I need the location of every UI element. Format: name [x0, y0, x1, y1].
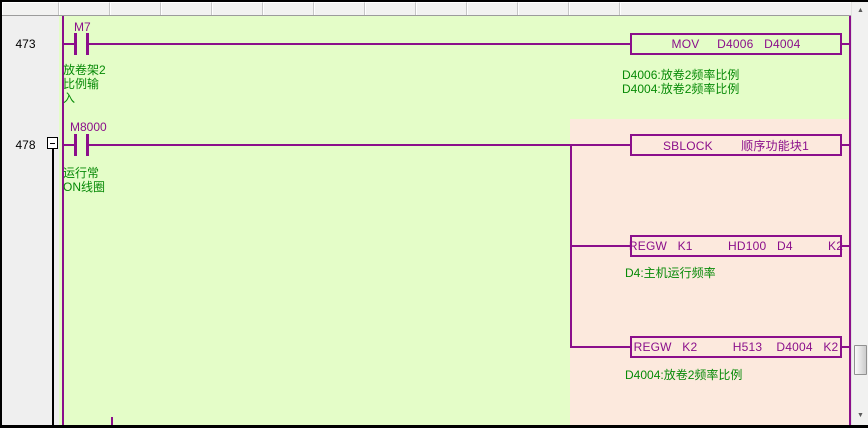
instruction-text: SBLOCK 顺序功能块1 [662, 138, 810, 153]
partial-next-wire [111, 417, 113, 425]
down-arrow-icon: ▼ [857, 412, 864, 419]
rung-wire [89, 144, 632, 146]
rung-wire [840, 245, 849, 247]
instruction-box-sblock[interactable]: SBLOCK 顺序功能块1 [630, 134, 842, 156]
header-cell [467, 2, 518, 15]
device-comment: 运行常 ON线圈 [63, 166, 106, 194]
rung-wire [840, 43, 849, 45]
grid-header [2, 2, 851, 16]
instruction-text: REGW K1 HD100 D4 K2 [628, 239, 844, 253]
device-comment: 放卷架2 比例输 入 [63, 63, 106, 105]
contact-label: M8000 [70, 120, 107, 134]
header-cell [212, 2, 263, 15]
contact-bar[interactable] [74, 134, 77, 156]
up-arrow-icon: ▲ [857, 7, 864, 14]
instruction-box-regw2[interactable]: REGW K2 H513 D4004 K2 [630, 336, 842, 358]
header-cell [2, 2, 59, 15]
header-cell [59, 2, 110, 15]
rung-wire [64, 43, 74, 45]
instruction-text: MOV D4006 D4004 [671, 37, 801, 51]
scroll-up-button[interactable]: ▲ [852, 2, 868, 19]
instruction-box-regw1[interactable]: REGW K1 HD100 D4 K2 [628, 235, 844, 257]
header-cell [314, 2, 365, 15]
rung-wire [840, 144, 849, 146]
rung-number-gutter [2, 16, 59, 425]
instruction-comment: D4006:放卷2频率比例 D4004:放卷2频率比例 [622, 68, 740, 96]
instruction-text: REGW K2 H513 D4004 K2 [633, 340, 839, 354]
rung-number: 478 [15, 138, 36, 152]
contact-bar[interactable] [86, 134, 89, 156]
header-cell [620, 2, 851, 15]
instruction-box-mov[interactable]: MOV D4006 D4004 [630, 33, 842, 55]
rung-wire [64, 144, 74, 146]
header-cell [161, 2, 212, 15]
header-cell [365, 2, 416, 15]
window-border-bottom [0, 425, 868, 428]
minus-glyph [50, 143, 55, 144]
header-cell [569, 2, 620, 15]
header-cell [110, 2, 161, 15]
rung-wire [89, 43, 632, 45]
contact-bar[interactable] [74, 33, 77, 55]
branch-stub-wire [570, 245, 632, 247]
contact-label: M7 [74, 20, 91, 34]
left-bus-bar [62, 16, 64, 425]
header-cell [263, 2, 314, 15]
window-border-left [0, 0, 2, 428]
header-cell [518, 2, 569, 15]
scroll-thumb[interactable] [854, 345, 867, 375]
contact-bar[interactable] [86, 33, 89, 55]
vertical-scrollbar[interactable]: ▲ ▼ [851, 2, 868, 425]
branch-stub-wire [570, 346, 632, 348]
header-cell [416, 2, 467, 15]
block-extent-line [52, 148, 54, 425]
instruction-comment: D4004:放卷2频率比例 [625, 368, 743, 382]
scroll-down-button[interactable]: ▼ [852, 407, 868, 424]
function-block-region [570, 119, 851, 425]
rung-wire [840, 346, 849, 348]
right-bus-bar [849, 16, 851, 425]
rung-number: 473 [15, 37, 36, 51]
instruction-comment: D4:主机运行频率 [625, 266, 716, 280]
window-border-top [0, 0, 868, 2]
